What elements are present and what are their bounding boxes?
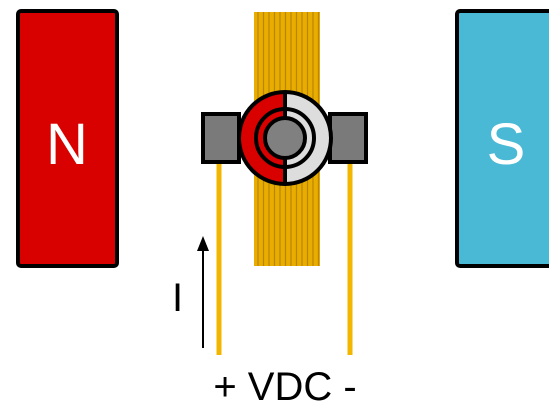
north-magnet-label: N <box>46 112 88 177</box>
commutator-inner-ring <box>254 107 316 169</box>
north-magnet: N <box>16 9 119 268</box>
supply-voltage-label: + VDC - <box>213 365 356 409</box>
current-label: I <box>172 276 183 320</box>
commutator-red-half <box>239 92 285 184</box>
commutator <box>237 90 333 186</box>
current-arrow <box>197 236 209 348</box>
left-brush <box>201 112 241 164</box>
south-magnet-label: S <box>487 112 526 177</box>
north-magnet-body <box>16 9 119 268</box>
lead-wires <box>216 162 353 355</box>
south-magnet: S <box>455 9 549 268</box>
south-magnet-body <box>455 9 549 268</box>
commutator-white-half <box>285 92 331 184</box>
right-brush <box>328 112 368 164</box>
motor-shaft <box>263 116 307 160</box>
current-arrow-head <box>197 236 209 251</box>
